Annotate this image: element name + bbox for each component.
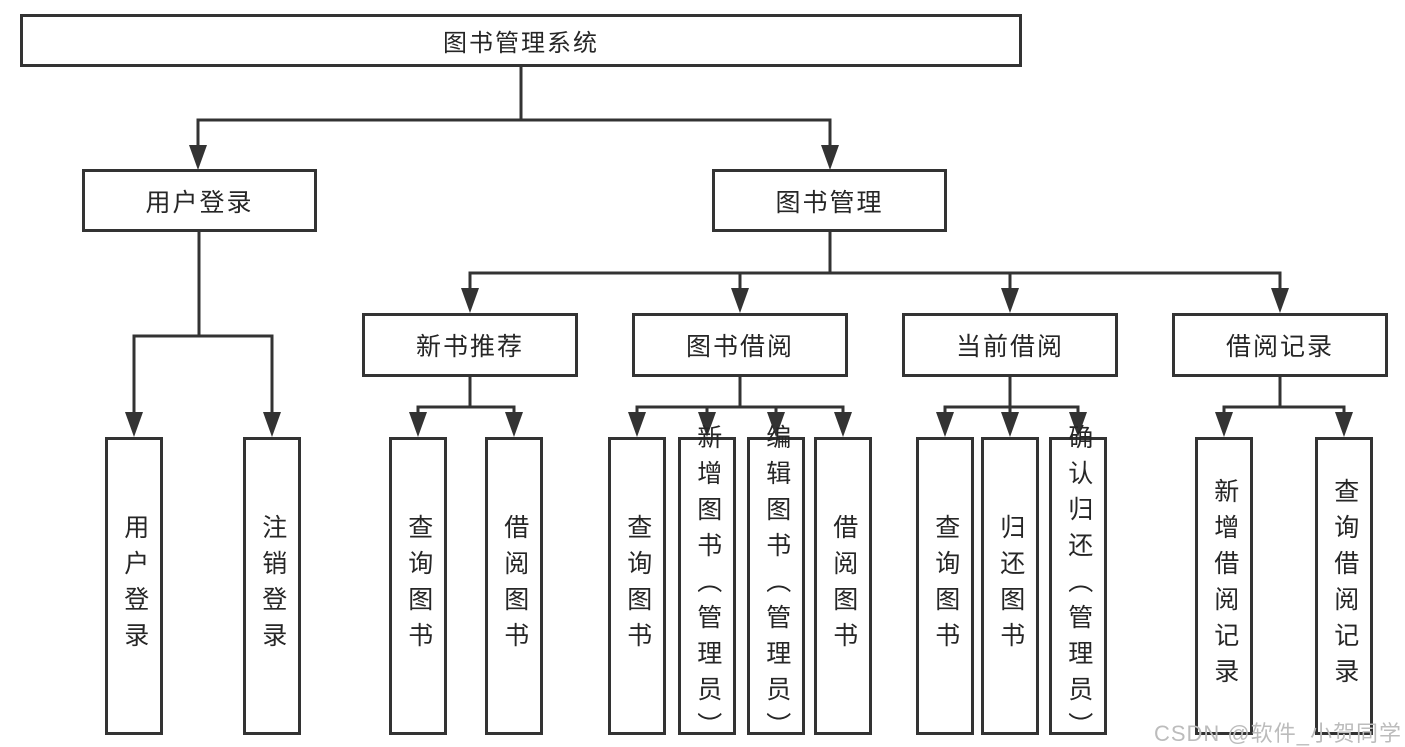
leaf-query-borrow-record: 查询借阅记录: [1315, 437, 1373, 735]
node-new-book-recommend: 新书推荐: [362, 313, 578, 377]
arrowheads: [125, 145, 1353, 437]
node-label: 确认归还（管理员）: [1064, 424, 1093, 747]
node-label: 当前借阅: [955, 333, 1064, 361]
leaf-return-books: 归还图书: [981, 437, 1039, 735]
leaf-add-books-admin: 新增图书（管理员）: [678, 424, 736, 747]
node-label: 编辑图书（管理员）: [762, 424, 791, 747]
leaf-current-query-books: 查询图书: [916, 437, 974, 735]
csdn-watermark: CSDN @软件_小贺同学: [1153, 721, 1402, 746]
node-label: 归还图书: [996, 514, 1025, 658]
leaf-borrow-query-books: 查询图书: [608, 437, 666, 735]
node-book-management: 图书管理: [712, 169, 947, 232]
node-label: 借阅图书: [829, 514, 858, 658]
node-label: 新增图书（管理员）: [693, 424, 722, 747]
leaf-logout: 注销登录: [243, 437, 301, 735]
node-borrowing-records: 借阅记录: [1172, 313, 1388, 377]
node-label: 用户登录: [145, 188, 254, 217]
node-book-borrowing: 图书借阅: [632, 313, 848, 377]
node-library-system: 图书管理系统: [20, 14, 1022, 67]
node-label: 图书管理系统: [443, 30, 599, 57]
node-label: 图书管理: [775, 188, 884, 217]
node-label: 查询图书: [931, 514, 960, 658]
leaf-confirm-return-admin: 确认归还（管理员）: [1049, 424, 1107, 747]
node-label: 用户登录: [120, 514, 149, 658]
node-label: 查询图书: [623, 514, 652, 658]
node-label: 注销登录: [258, 514, 287, 658]
node-label: 查询借阅记录: [1330, 478, 1359, 694]
node-label: 借阅图书: [500, 514, 529, 658]
leaf-recommend-borrow-books: 借阅图书: [485, 437, 543, 735]
node-label: 图书借阅: [685, 333, 794, 361]
node-label: 借阅记录: [1225, 333, 1334, 361]
node-label: 新书推荐: [415, 333, 524, 361]
node-label: 新增借阅记录: [1210, 478, 1239, 694]
node-current-borrowing: 当前借阅: [902, 313, 1118, 377]
node-label: 查询图书: [404, 514, 433, 658]
leaf-user-login: 用户登录: [105, 437, 163, 735]
node-user-login: 用户登录: [82, 169, 317, 232]
leaf-add-borrow-record: 新增借阅记录: [1195, 437, 1253, 735]
leaf-edit-books-admin: 编辑图书（管理员）: [747, 424, 805, 747]
leaf-recommend-query-books: 查询图书: [389, 437, 447, 735]
leaf-borrow-books: 借阅图书: [814, 437, 872, 735]
